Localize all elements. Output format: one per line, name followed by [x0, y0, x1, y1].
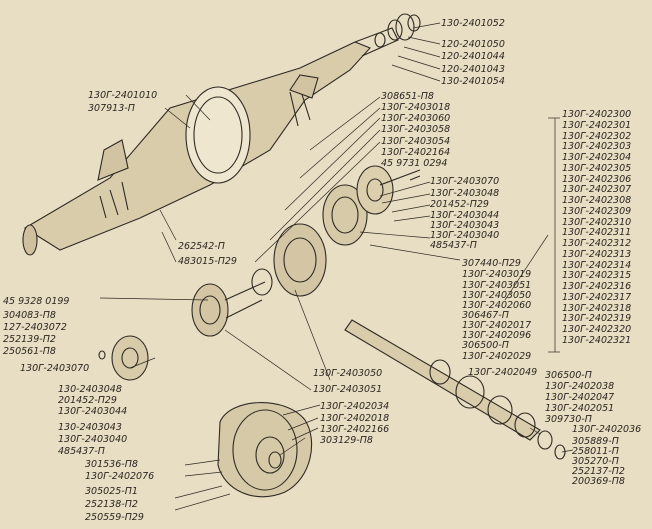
part-label: 305889-П: [572, 436, 619, 447]
axle-end-parts: [374, 13, 421, 48]
part-label: 130Г-2402164: [381, 147, 451, 158]
part-label: 306467-П: [462, 310, 509, 321]
part-label: 305025-П1: [85, 486, 138, 497]
shim-number-item: 130Г-2402312: [562, 238, 632, 249]
part-label: 130Г-2403019: [462, 269, 532, 280]
leader-lines: [99, 22, 574, 511]
shim-number-item: 130Г-2402306: [562, 173, 632, 185]
part-label: 309730-П: [545, 414, 592, 425]
shim-number-item: 130Г-2402321: [562, 334, 632, 346]
part-label: 130Г-2403040: [430, 230, 500, 241]
shim-number-item: 130Г-2402309: [562, 205, 632, 217]
part-label: 305270-П: [572, 456, 619, 467]
part-label: 45 9328 0199: [3, 296, 70, 307]
part-label: 258011-П: [572, 446, 619, 457]
part-label: 130-2403048: [58, 384, 122, 395]
part-label: 130-2401052: [441, 18, 505, 29]
part-label: 252138-П2: [85, 499, 138, 510]
shim-number-item: 130Г-2402320: [562, 324, 632, 335]
part-label: 130Г-2402034: [320, 401, 390, 412]
part-label: 301536-П8: [85, 459, 138, 470]
shim-number-item: 130Г-2402311: [562, 227, 632, 239]
shim-number-item: 130Г-2402315: [562, 270, 632, 282]
part-label: 130Г-2402166: [320, 424, 390, 435]
part-label: 304083-П8: [3, 310, 56, 321]
part-label: 130Г-2403051: [462, 280, 532, 291]
part-label: 130Г-2402051: [545, 403, 615, 414]
part-label: 303129-П8: [320, 435, 373, 446]
part-label: 250561-П8: [3, 346, 56, 357]
part-label: 485437-П: [430, 240, 477, 251]
part-label: 130-2401054: [441, 76, 505, 87]
shim-number-item: 130Г-2402304: [562, 152, 632, 163]
differential-assembly: [98, 165, 421, 381]
part-label: 130Г-2403048: [430, 188, 500, 199]
part-label: 307913-П: [88, 103, 135, 114]
part-label: 130Г-2401010: [88, 90, 158, 101]
part-label: 130Г-2403051: [313, 384, 383, 395]
part-label: 130Г-2402060: [462, 300, 532, 311]
part-label: 130Г-2403050: [313, 368, 383, 379]
part-label: 201452-П29: [430, 199, 489, 210]
part-label: 130Г-2402038: [545, 381, 615, 392]
part-label: 130Г-2402047: [545, 392, 615, 403]
gear-case-cover: [217, 402, 313, 498]
part-label: 130Г-2403070: [20, 363, 90, 374]
part-label: 252137-П2: [572, 466, 625, 477]
part-label: 130Г-2402049: [468, 367, 538, 378]
part-label: 201452-П29: [58, 395, 117, 406]
part-label: 130Г-2402076: [85, 471, 155, 482]
part-label: 130Г-2403070: [430, 176, 500, 187]
shim-number-item: 130Г-2402303: [562, 141, 632, 153]
part-label: 120-2401044: [441, 51, 505, 62]
part-label: 120-2401043: [441, 64, 505, 75]
pinion-shaft: [344, 319, 566, 460]
shim-number-item: 130Г-2402316: [562, 281, 632, 292]
part-label: 130Г-2403058: [381, 124, 451, 135]
part-label: 306500-П: [462, 340, 509, 351]
shim-number-item: 130Г-2402318: [562, 302, 632, 314]
shim-number-item: 130Г-2402302: [562, 130, 632, 142]
part-label: 130Г-2403018: [381, 102, 451, 113]
part-label: 252139-П2: [3, 334, 56, 345]
shim-number-item: 130Г-2402317: [562, 291, 632, 303]
part-label: 130-2403043: [58, 422, 122, 433]
part-label: 127-2403072: [3, 322, 67, 333]
shim-number-item: 130Г-2402301: [562, 119, 632, 131]
part-label: 200369-П8: [572, 476, 625, 487]
shim-number-item: 130Г-2402313: [562, 248, 632, 260]
shim-number-item: 130Г-2402305: [562, 162, 632, 174]
part-label: 130Г-2403044: [430, 210, 500, 221]
shim-number-item: 130Г-2402314: [562, 259, 632, 271]
axle-housing: [22, 27, 399, 256]
part-label: 308651-П8: [381, 91, 434, 102]
part-label: 307440-П29: [462, 258, 521, 269]
part-label: 130Г-2402036: [572, 424, 642, 435]
shim-number-item: 130Г-2402307: [562, 184, 632, 196]
part-label: 130Г-2403043: [430, 220, 500, 231]
part-label: 130Г-2403060: [381, 113, 451, 124]
part-label: 130Г-2403054: [381, 136, 451, 147]
part-label: 485437-П: [58, 446, 105, 457]
part-label: 130Г-2402018: [320, 413, 390, 424]
part-label: 130Г-2403050: [462, 290, 532, 301]
part-label: 130Г-2402096: [462, 330, 532, 341]
part-label: 130Г-2402029: [462, 351, 532, 362]
part-label: 250559-П29: [85, 512, 144, 523]
part-label: 306500-П: [545, 370, 592, 381]
part-label: 130Г-2402017: [462, 320, 532, 331]
shim-number-item: 130Г-2402319: [562, 313, 632, 325]
part-label: 120-2401050: [441, 39, 505, 50]
shim-number-item: 130Г-2402300: [562, 109, 632, 120]
part-label: 130Г-2403044: [58, 406, 128, 417]
part-label: 130Г-2403040: [58, 434, 128, 445]
shim-number-item: 130Г-2402310: [562, 216, 632, 228]
part-label: 483015-П29: [178, 256, 237, 267]
shim-number-item: 130Г-2402308: [562, 195, 632, 206]
part-label: 45 9731 0294: [381, 158, 448, 169]
part-label: 262542-П: [178, 241, 225, 252]
